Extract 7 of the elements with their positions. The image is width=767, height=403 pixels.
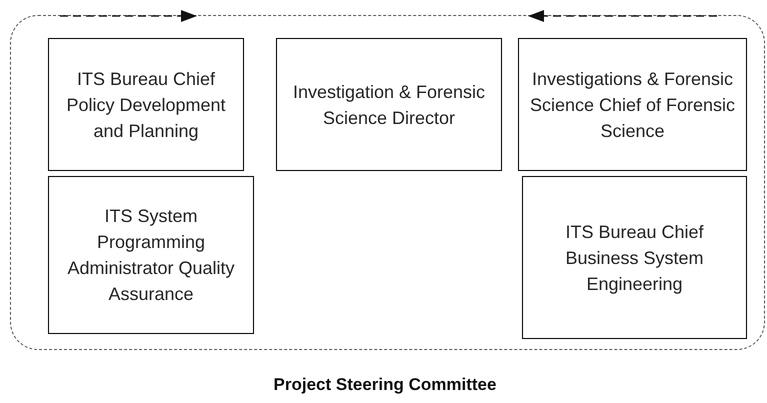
role-box: ITS Bureau Chief Business System Engineering [522, 176, 747, 339]
role-box: Investigations & Forensic Science Chief of Forensic Science [518, 38, 747, 171]
role-box: ITS Bureau Chief Policy Development and Planning [48, 38, 244, 171]
caption: Project Steering Committee [272, 374, 498, 396]
role-box: Investigation & Forensic Science Director [276, 38, 502, 171]
role-box: ITS System Programming Administrator Quality Assurance [48, 176, 254, 334]
group-boundary [10, 15, 765, 350]
